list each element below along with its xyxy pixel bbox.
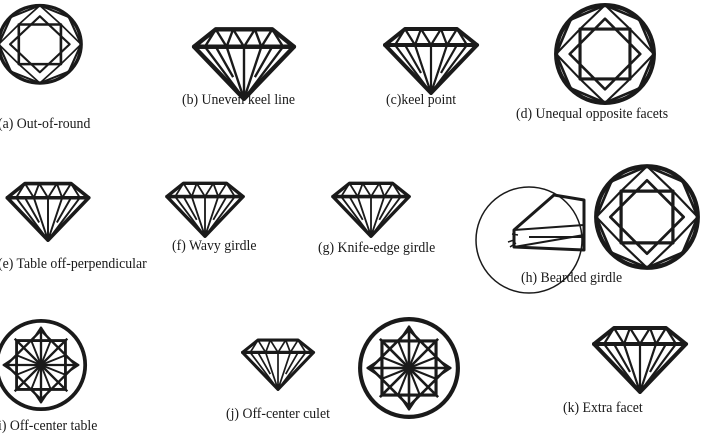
label-b: (b) Uneven keel line (182, 92, 296, 108)
diagram-e-table-off-perpendicular (5, 181, 91, 242)
label-k: (k) Extra facet (563, 400, 643, 416)
diagram-c-keel-point (376, 25, 486, 95)
label-j: (j) Off-center culet (226, 406, 330, 422)
label-e: (e) Table off-perpendicular (0, 256, 147, 272)
label-f: (f) Wavy girdle (172, 238, 257, 254)
label-d: (d) Unequal opposite facets (516, 106, 669, 122)
label-h: (h) Bearded girdle (521, 270, 623, 286)
diagram-g-knife-edge-girdle (331, 181, 411, 238)
diagram-k-extra-facet (584, 324, 696, 394)
diagram-j-off-center-culet-top (357, 316, 461, 420)
diagram-b-uneven-keel-line (186, 25, 302, 101)
label-a: (a) Out-of-round (0, 116, 91, 132)
label-c: (c)keel point (386, 92, 457, 108)
diagram-f-wavy-girdle (165, 181, 245, 238)
diagram-a-out-of-round (0, 3, 83, 85)
diagram-j-off-center-culet-side (226, 337, 330, 391)
diagram-h-bearded-girdle-detail (475, 186, 586, 294)
diagram-i-off-center-table (0, 318, 88, 412)
label-g: (g) Knife-edge girdle (318, 240, 436, 256)
label-i: i) Off-center table (0, 418, 98, 434)
diagram-d-unequal-opposite-facets (553, 2, 657, 106)
diagram-h-bearded-girdle-top (593, 163, 701, 271)
